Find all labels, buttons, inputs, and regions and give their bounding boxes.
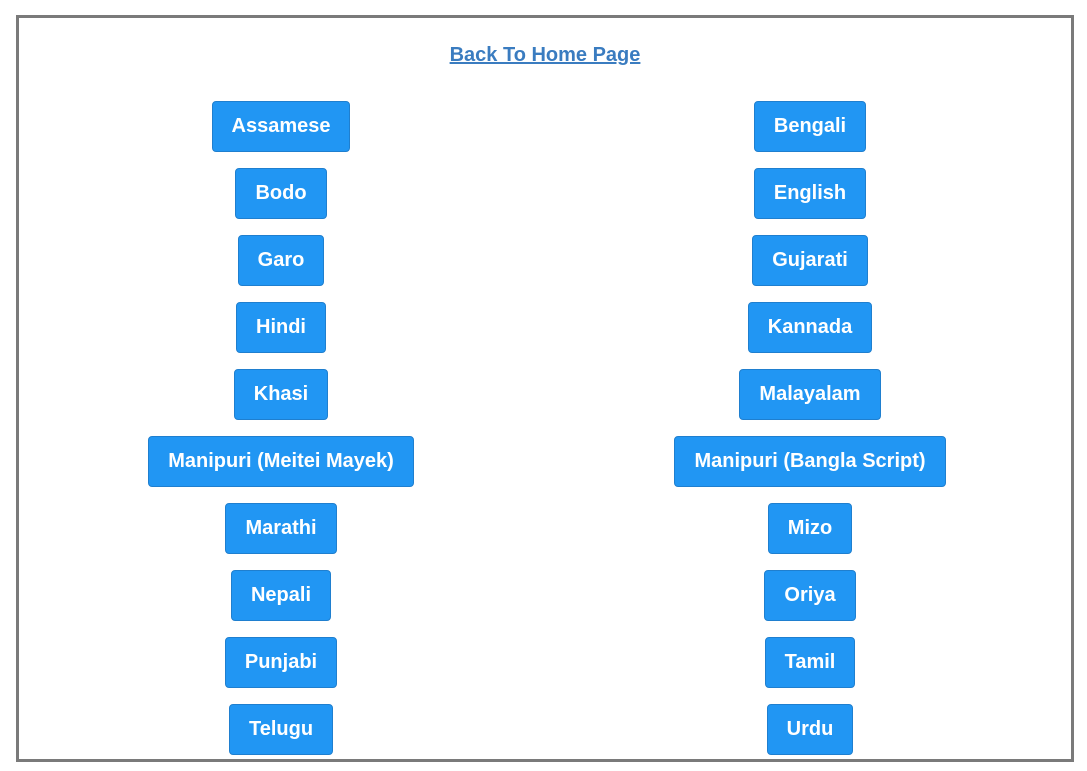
language-button-bengali[interactable]: Bengali (753, 101, 867, 152)
language-column-left: Assamese Bodo Garo Hindi Khasi Manipuri … (19, 101, 543, 771)
language-button-english[interactable]: English (753, 168, 867, 219)
language-button-oriya[interactable]: Oriya (764, 570, 856, 621)
language-button-manipuri-bangla-script[interactable]: Manipuri (Bangla Script) (674, 436, 946, 487)
language-button-mizo[interactable]: Mizo (767, 503, 853, 554)
language-button-punjabi[interactable]: Punjabi (224, 637, 338, 688)
language-button-garo[interactable]: Garo (237, 235, 325, 286)
language-button-tamil[interactable]: Tamil (764, 637, 856, 688)
language-button-malayalam[interactable]: Malayalam (739, 369, 881, 420)
language-button-urdu[interactable]: Urdu (766, 704, 854, 755)
language-button-kannada[interactable]: Kannada (747, 302, 873, 353)
language-button-hindi[interactable]: Hindi (236, 302, 326, 353)
language-column-right: Bengali English Gujarati Kannada Malayal… (543, 101, 1077, 771)
language-button-gujarati[interactable]: Gujarati (752, 235, 868, 286)
language-button-bodo[interactable]: Bodo (235, 168, 327, 219)
language-button-assamese[interactable]: Assamese (211, 101, 351, 152)
language-button-nepali[interactable]: Nepali (230, 570, 332, 621)
language-button-khasi[interactable]: Khasi (233, 369, 329, 420)
page-frame: Back To Home Page Assamese Bodo Garo Hin… (16, 15, 1074, 762)
language-button-telugu[interactable]: Telugu (228, 704, 334, 755)
back-to-home-link[interactable]: Back To Home Page (449, 44, 641, 66)
language-button-marathi[interactable]: Marathi (225, 503, 337, 554)
language-button-manipuri-meitei-mayek[interactable]: Manipuri (Meitei Mayek) (148, 436, 414, 487)
